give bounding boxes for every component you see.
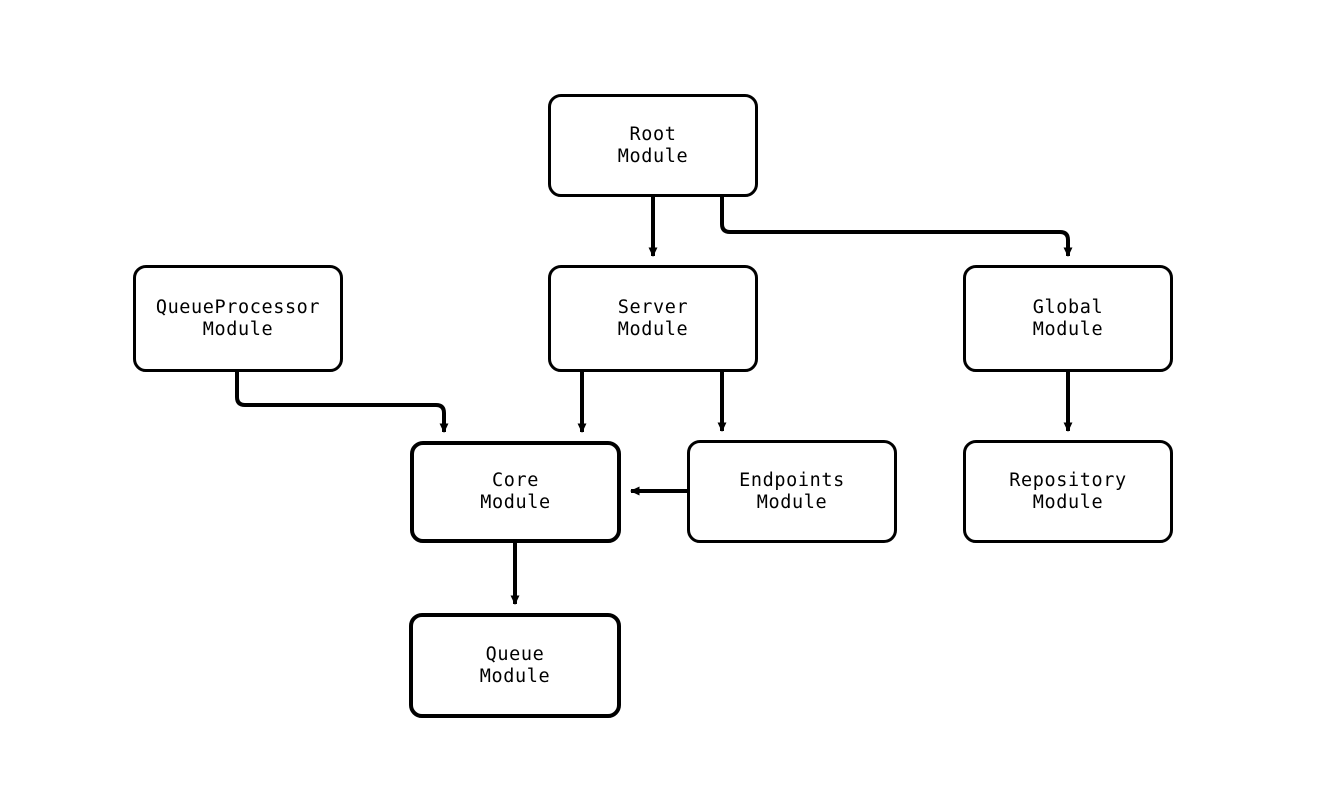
node-label-line2: Module [756,491,828,513]
node-label-line1: Repository [1009,469,1127,491]
edge-queueprocessor-to-core [235,372,449,433]
node-global-module[interactable]: Global Module [963,265,1173,372]
node-label-line2: Module [1032,491,1104,513]
node-label-line1: Core [492,470,539,491]
node-label-line1: Endpoints [739,469,845,491]
node-label-line2: Module [479,665,551,687]
node-label-line1: Global [1032,296,1104,318]
node-label-line2: Module [202,318,274,340]
node-core-module[interactable]: Core Module [410,441,621,543]
node-label-line1: Server [617,296,689,318]
node-label-line2: Module [480,492,551,513]
node-repository-module[interactable]: Repository Module [963,440,1173,543]
node-label-line2: Module [617,145,689,167]
node-label-line1: QueueProcessor [155,296,321,318]
node-server-module[interactable]: Server Module [548,265,758,372]
node-label-line2: Module [1032,318,1104,340]
node-label-line2: Module [617,318,689,340]
node-endpoints-module[interactable]: Endpoints Module [687,440,897,543]
node-queueprocessor-module[interactable]: QueueProcessor Module [133,265,343,372]
node-label-line1: Queue [485,643,545,665]
node-root-module[interactable]: Root Module [548,94,758,197]
node-queue-module[interactable]: Queue Module [409,613,621,718]
edge-root-to-global [720,197,1073,257]
node-label-line1: Root [629,123,677,145]
